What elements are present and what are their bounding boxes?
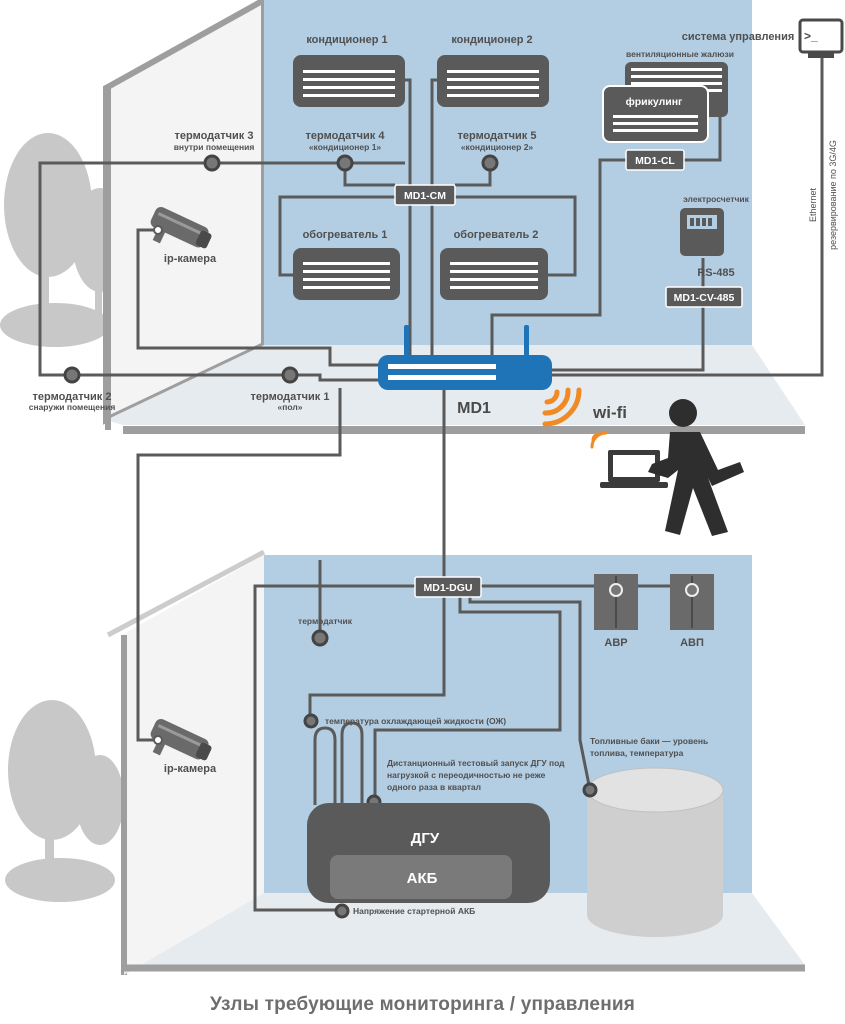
heater-1 [293, 248, 400, 300]
air-conditioner-1 [293, 55, 405, 107]
tree-upper [0, 133, 128, 347]
tree-lower [5, 700, 124, 902]
battery-voltage-sensor [334, 903, 350, 919]
thermo4-label: термодатчик 4 [306, 130, 386, 142]
fuel-tank [586, 767, 724, 937]
thermo5-sublabel: «кондиционер 2» [461, 142, 534, 152]
test-line-2: нагрузкой с переодичностью не реже [387, 770, 546, 780]
thermo4-sublabel: «кондиционер 1» [309, 142, 382, 152]
tanks-line-2: топлива, температура [590, 748, 684, 758]
thermo-sensor-4 [336, 154, 354, 172]
meter-label: электросчетчик [683, 194, 750, 204]
terminal-icon: >_ [798, 18, 844, 58]
ipcam-lower-label: ip-камера [164, 763, 217, 775]
laptop-icon [600, 450, 668, 488]
md1-cl-module [625, 149, 685, 171]
heater-2 [440, 248, 548, 300]
heater1-label: обогреватель 1 [303, 229, 388, 241]
reserve-label: резервирование по 3G/4G [828, 140, 838, 250]
thermo-sensor-5 [481, 154, 499, 172]
thermo1-label: термодатчик 1 [251, 391, 330, 403]
akb-label: АКБ [407, 870, 438, 887]
person-icon [648, 399, 744, 536]
laptop-wifi-icon [590, 431, 608, 449]
electricity-meter-icon [680, 208, 724, 256]
diagram-caption: Узлы требующие мониторинга / управления [209, 994, 636, 1015]
md1-cv-label: MD1-CV-485 [674, 292, 735, 304]
freecooling-label: фрикулинг [626, 96, 683, 108]
thermo3-label: термодатчик 3 [175, 130, 254, 142]
avr-label: АВР [604, 637, 627, 649]
tanks-line-1: Топливные баки — уровень [590, 736, 708, 746]
control-system-label: система управления [682, 31, 795, 43]
ip-camera-lower-icon [150, 718, 212, 761]
ip-camera-upper-icon [150, 206, 212, 249]
md1-dgu-label: MD1-DGU [424, 582, 473, 594]
ac1-label: кондиционер 1 [306, 34, 387, 46]
terminal-glyph: >_ [804, 29, 818, 43]
thermo-sensor-2 [63, 366, 81, 384]
wifi-waves-icon [542, 387, 582, 427]
md1-dgu-module [414, 576, 482, 598]
coolant-sensor [303, 713, 319, 729]
dgu-unit [307, 803, 550, 903]
md1-router [378, 325, 552, 390]
test-line-1: Дистанционный тестовый запуск ДГУ под [387, 758, 565, 768]
thermo1-sublabel: «пол» [278, 402, 303, 412]
thermo3-sublabel: внутри помещения [174, 142, 255, 152]
rs485-label: RS-485 [697, 267, 734, 279]
thermo2-label: термодатчик 2 [33, 391, 112, 403]
coolant-label: температура охлаждающей жидкости (ОЖ) [325, 716, 506, 726]
battery-voltage-label: Напряжение стартерной АКБ [353, 906, 475, 916]
router-label: MD1 [457, 400, 491, 417]
wifi-label: wi-fi [592, 403, 627, 422]
air-conditioner-2 [437, 55, 549, 107]
avr-cabinet [594, 574, 638, 630]
avp-cabinet [670, 574, 714, 630]
md1-cl-label: MD1-CL [635, 155, 675, 167]
thermo2-sublabel: снаружи помещения [29, 402, 116, 412]
test-line-3: одного раза в квартал [387, 782, 481, 792]
avp-label: АВП [680, 637, 704, 649]
heater2-label: обогреватель 2 [454, 229, 539, 241]
freecooling-unit [602, 85, 709, 143]
md1-cm-module [394, 184, 456, 206]
ac2-label: кондиционер 2 [451, 34, 532, 46]
thermo-sensor-3 [203, 154, 221, 172]
thermo5-label: термодатчик 5 [458, 130, 537, 142]
dgu-label: ДГУ [411, 830, 440, 847]
md1-cv-module [665, 286, 743, 308]
vent-label: вентиляционные жалюзи [626, 49, 734, 59]
ethernet-label: Ethernet [808, 187, 818, 222]
lower-thermo-label: термодатчик [298, 616, 353, 626]
lower-thermo-sensor [311, 629, 329, 647]
wires-upper [38, 58, 824, 742]
thermo-sensor-1 [281, 366, 299, 384]
md1-cm-label: MD1-CM [404, 190, 446, 202]
ipcam-upper-label: ip-камера [164, 253, 217, 265]
fuel-tank-sensor [582, 782, 598, 798]
